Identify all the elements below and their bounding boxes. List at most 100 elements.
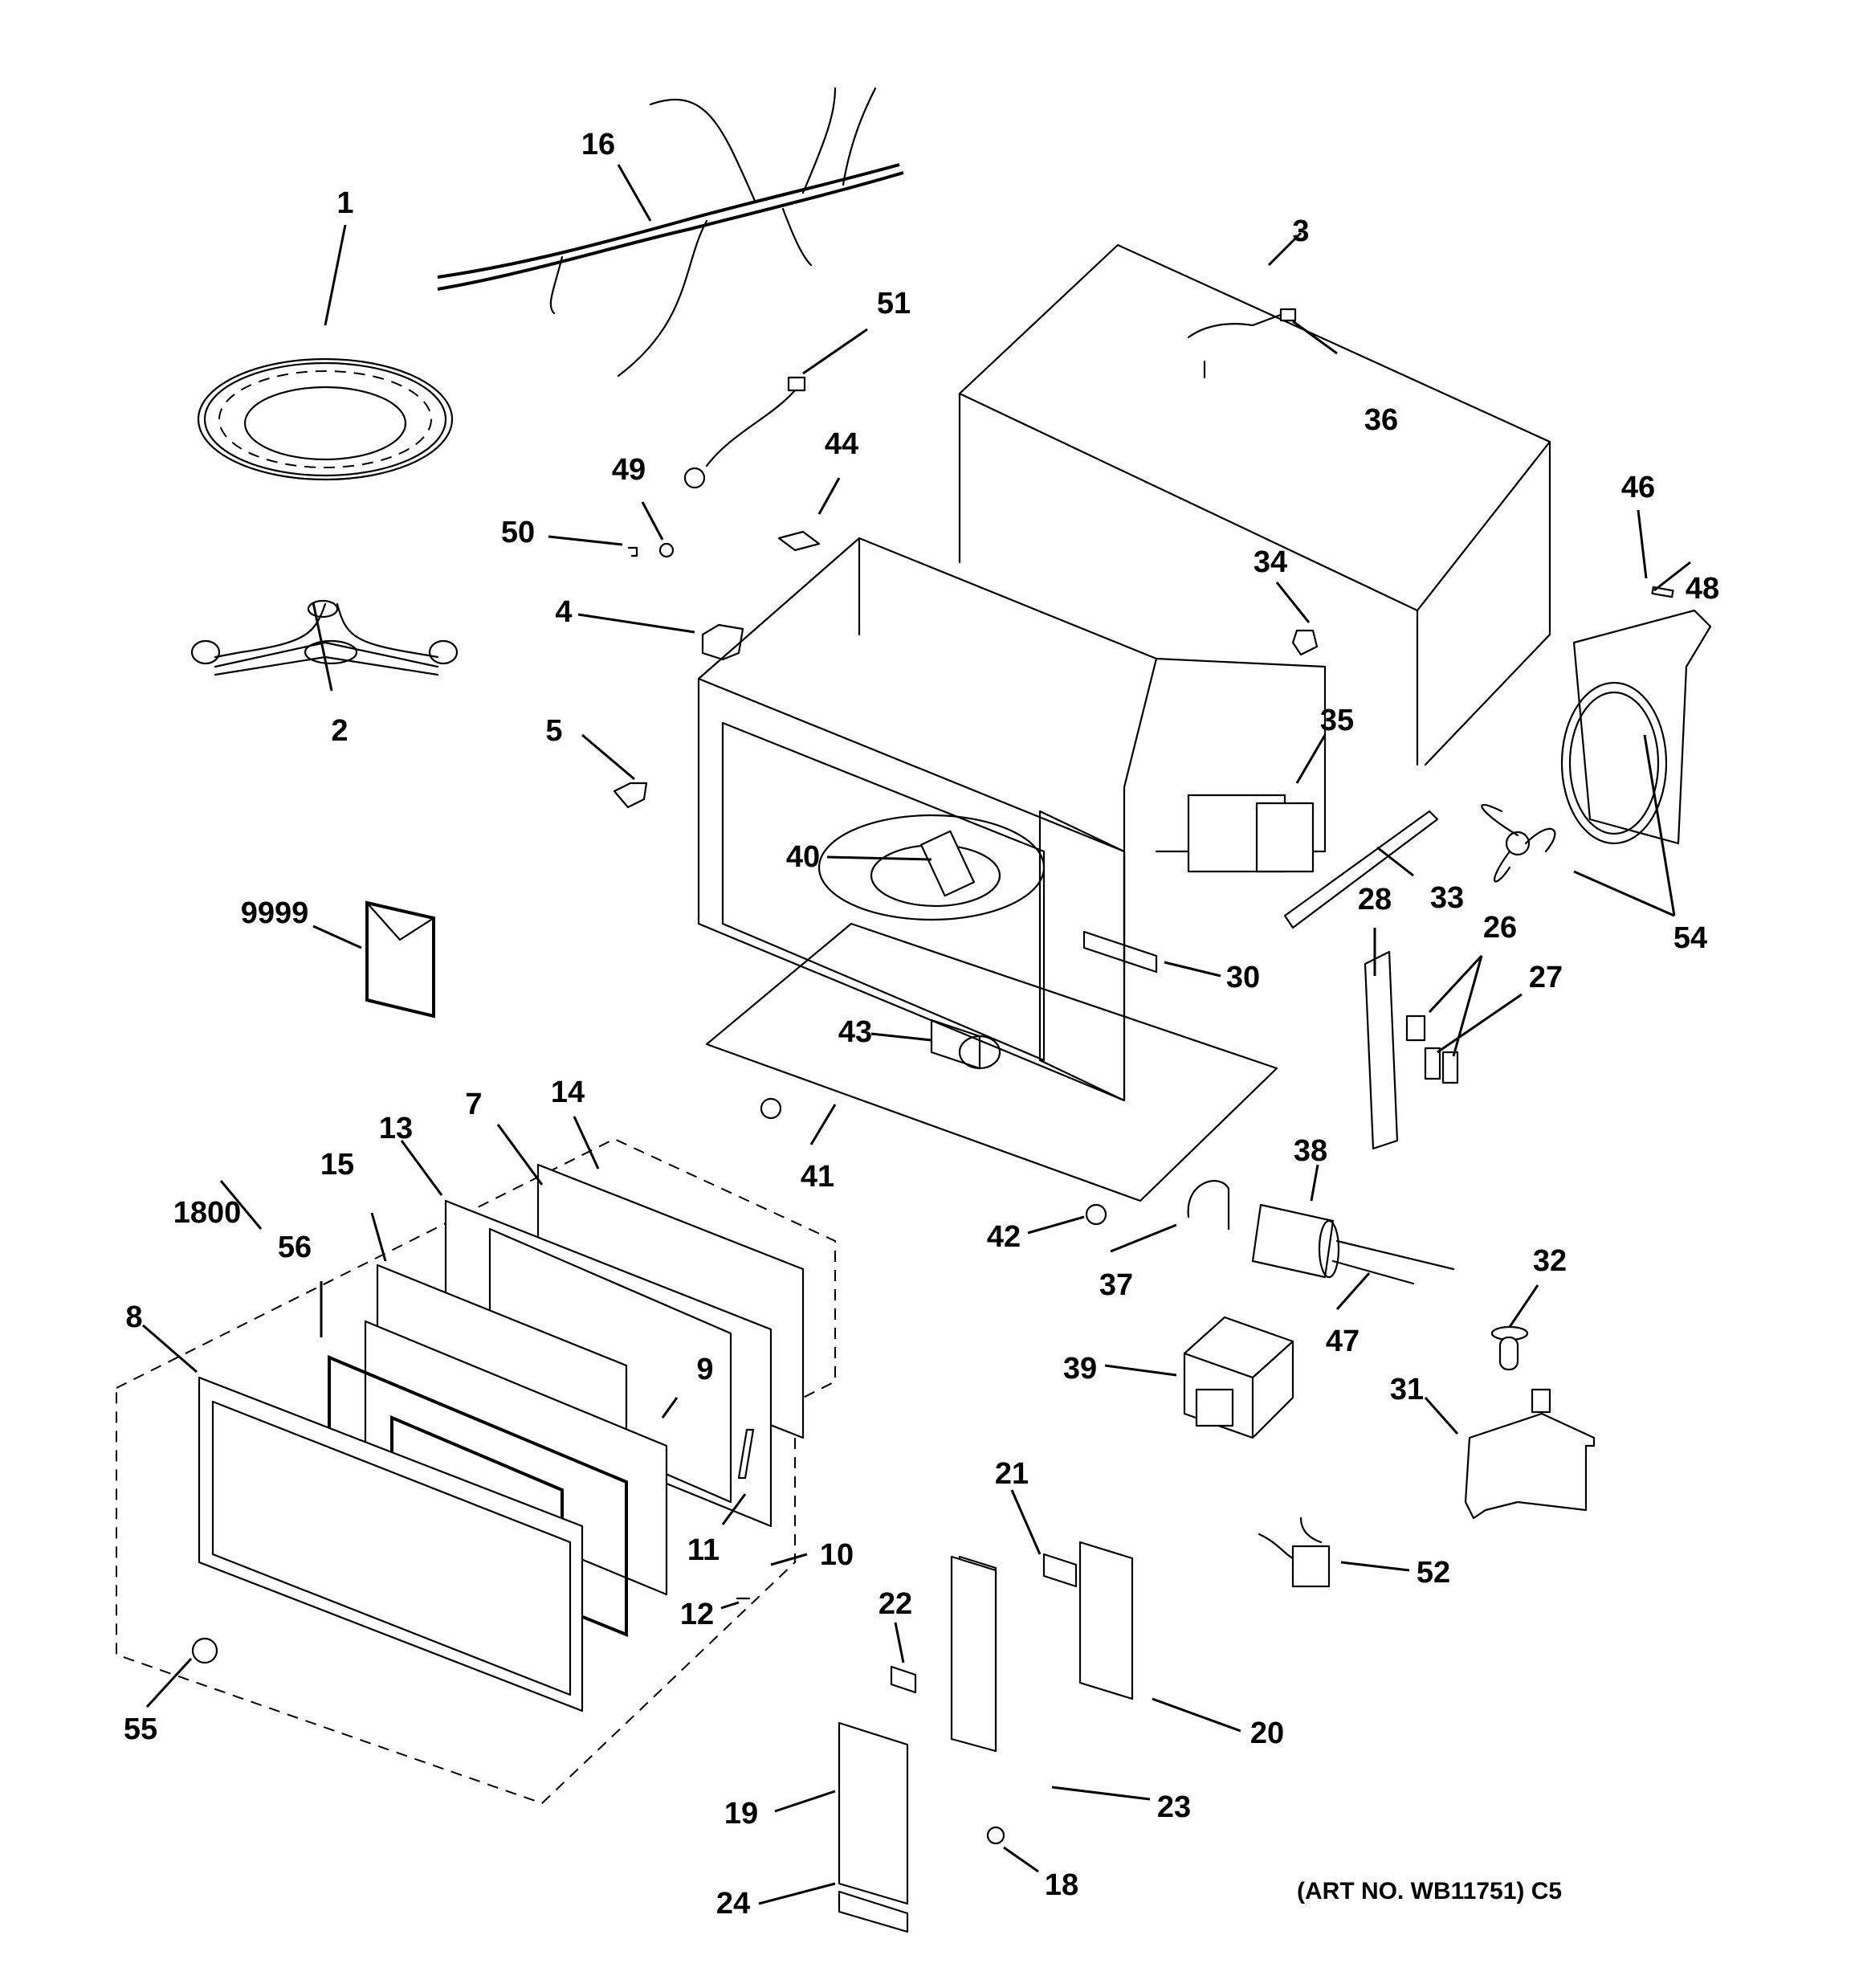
callout-36: 36 — [1364, 403, 1399, 437]
callout-28: 28 — [1357, 883, 1392, 916]
callout-2: 2 — [331, 714, 349, 748]
callout-48: 48 — [1685, 572, 1720, 606]
leader-15 — [370, 1212, 387, 1262]
callout-9999: 9999 — [240, 896, 309, 930]
leader-21 — [1010, 1489, 1042, 1555]
base-plate-drawing — [705, 922, 1278, 1202]
callout-23: 23 — [1156, 1790, 1192, 1824]
leader-22 — [894, 1622, 905, 1663]
leader-47 — [1335, 1272, 1371, 1310]
leader-23 — [1051, 1786, 1151, 1801]
capacitor-drawing — [1187, 1180, 1455, 1285]
spring-drawing — [986, 1826, 1005, 1845]
leader-55 — [145, 1657, 193, 1708]
callout-37: 37 — [1099, 1268, 1134, 1302]
leader-7 — [496, 1124, 544, 1186]
leader-27 — [1437, 993, 1523, 1054]
leader-31 — [1424, 1397, 1459, 1435]
callout-33: 33 — [1429, 881, 1465, 915]
callout-27: 27 — [1528, 961, 1563, 994]
leader-54b — [1643, 734, 1676, 916]
fan-assembly-drawing — [1481, 586, 1712, 883]
leader-33 — [1376, 846, 1414, 877]
leader-9999 — [312, 925, 362, 949]
callout-38: 38 — [1293, 1134, 1328, 1168]
oven-cavity-drawing — [697, 537, 1327, 1102]
callout-10: 10 — [819, 1538, 854, 1572]
art-number: (ART NO. WB11751) C5 — [1297, 1878, 1563, 1904]
transformer-drawing — [1183, 1316, 1294, 1439]
callout-5: 5 — [545, 714, 563, 748]
callout-56: 56 — [277, 1231, 312, 1264]
leader-11 — [721, 1493, 747, 1525]
leader-44 — [817, 477, 841, 515]
leader-51 — [802, 328, 868, 375]
callout-21: 21 — [994, 1457, 1029, 1491]
leader-37 — [1110, 1223, 1177, 1253]
leader-13 — [400, 1140, 443, 1196]
callout-1800: 1800 — [173, 1196, 242, 1230]
noise-filter-drawing — [1258, 1517, 1331, 1588]
callout-16: 16 — [581, 128, 616, 161]
callout-11: 11 — [687, 1533, 720, 1567]
leader-40 — [826, 855, 932, 861]
callout-22: 22 — [878, 1587, 913, 1621]
leader-38 — [1310, 1164, 1319, 1202]
leader-4 — [577, 613, 695, 634]
turntable-tray-drawing — [197, 357, 454, 481]
leader-12 — [720, 1601, 740, 1610]
callout-1: 1 — [336, 186, 354, 220]
callout-51: 51 — [876, 287, 911, 320]
leader-48 — [1653, 561, 1691, 592]
callout-32: 32 — [1532, 1244, 1567, 1278]
leader-52 — [1340, 1561, 1410, 1572]
control-panel-drawing — [838, 1541, 1134, 1933]
leader-54a — [1573, 870, 1675, 917]
leader-2 — [312, 602, 333, 692]
callout-44: 44 — [824, 427, 859, 461]
callout-46: 46 — [1620, 471, 1656, 504]
leader-14 — [573, 1116, 600, 1170]
callout-40: 40 — [785, 840, 821, 874]
thermal-protector-drawing — [777, 530, 821, 552]
callout-8: 8 — [125, 1300, 143, 1334]
leader-32 — [1508, 1284, 1539, 1328]
callout-20: 20 — [1249, 1717, 1285, 1750]
thermal-cutout-drawing — [1291, 629, 1319, 656]
leader-46 — [1637, 509, 1648, 579]
leader-26a — [1428, 954, 1483, 1014]
leader-8 — [142, 1324, 198, 1374]
latch-hook-drawing — [736, 1428, 755, 1600]
power-cord-drawing — [1187, 308, 1297, 379]
leader-1800 — [219, 1180, 263, 1230]
callout-12: 12 — [679, 1598, 715, 1631]
callout-24: 24 — [715, 1887, 751, 1921]
leader-50 — [548, 535, 623, 546]
callout-19: 19 — [724, 1797, 759, 1831]
callout-41: 41 — [800, 1160, 835, 1194]
foot-drawing — [760, 1097, 782, 1120]
callout-15: 15 — [320, 1148, 355, 1182]
leader-36 — [1292, 320, 1338, 355]
leader-49 — [641, 501, 664, 541]
lamp-drawing — [1490, 1325, 1529, 1371]
latch-board-drawing — [1364, 950, 1459, 1150]
leader-20 — [1152, 1697, 1241, 1733]
rail-drawing — [1283, 810, 1439, 929]
callout-18: 18 — [1044, 1868, 1079, 1902]
callout-14: 14 — [550, 1076, 585, 1109]
callout-26: 26 — [1482, 911, 1518, 945]
leader-10 — [770, 1553, 808, 1566]
leader-1 — [324, 224, 347, 326]
leader-16 — [617, 164, 652, 222]
clip-drawing — [627, 546, 638, 557]
leader-24 — [758, 1882, 836, 1905]
leader-30 — [1164, 961, 1221, 978]
bracket-30-drawing — [1082, 930, 1158, 974]
callout-31: 31 — [1389, 1373, 1425, 1406]
callout-39: 39 — [1062, 1352, 1098, 1386]
callout-34: 34 — [1253, 545, 1288, 579]
bracket-5-drawing — [613, 782, 648, 809]
leader-18 — [1003, 1846, 1039, 1873]
outer-case-drawing — [958, 243, 1551, 766]
